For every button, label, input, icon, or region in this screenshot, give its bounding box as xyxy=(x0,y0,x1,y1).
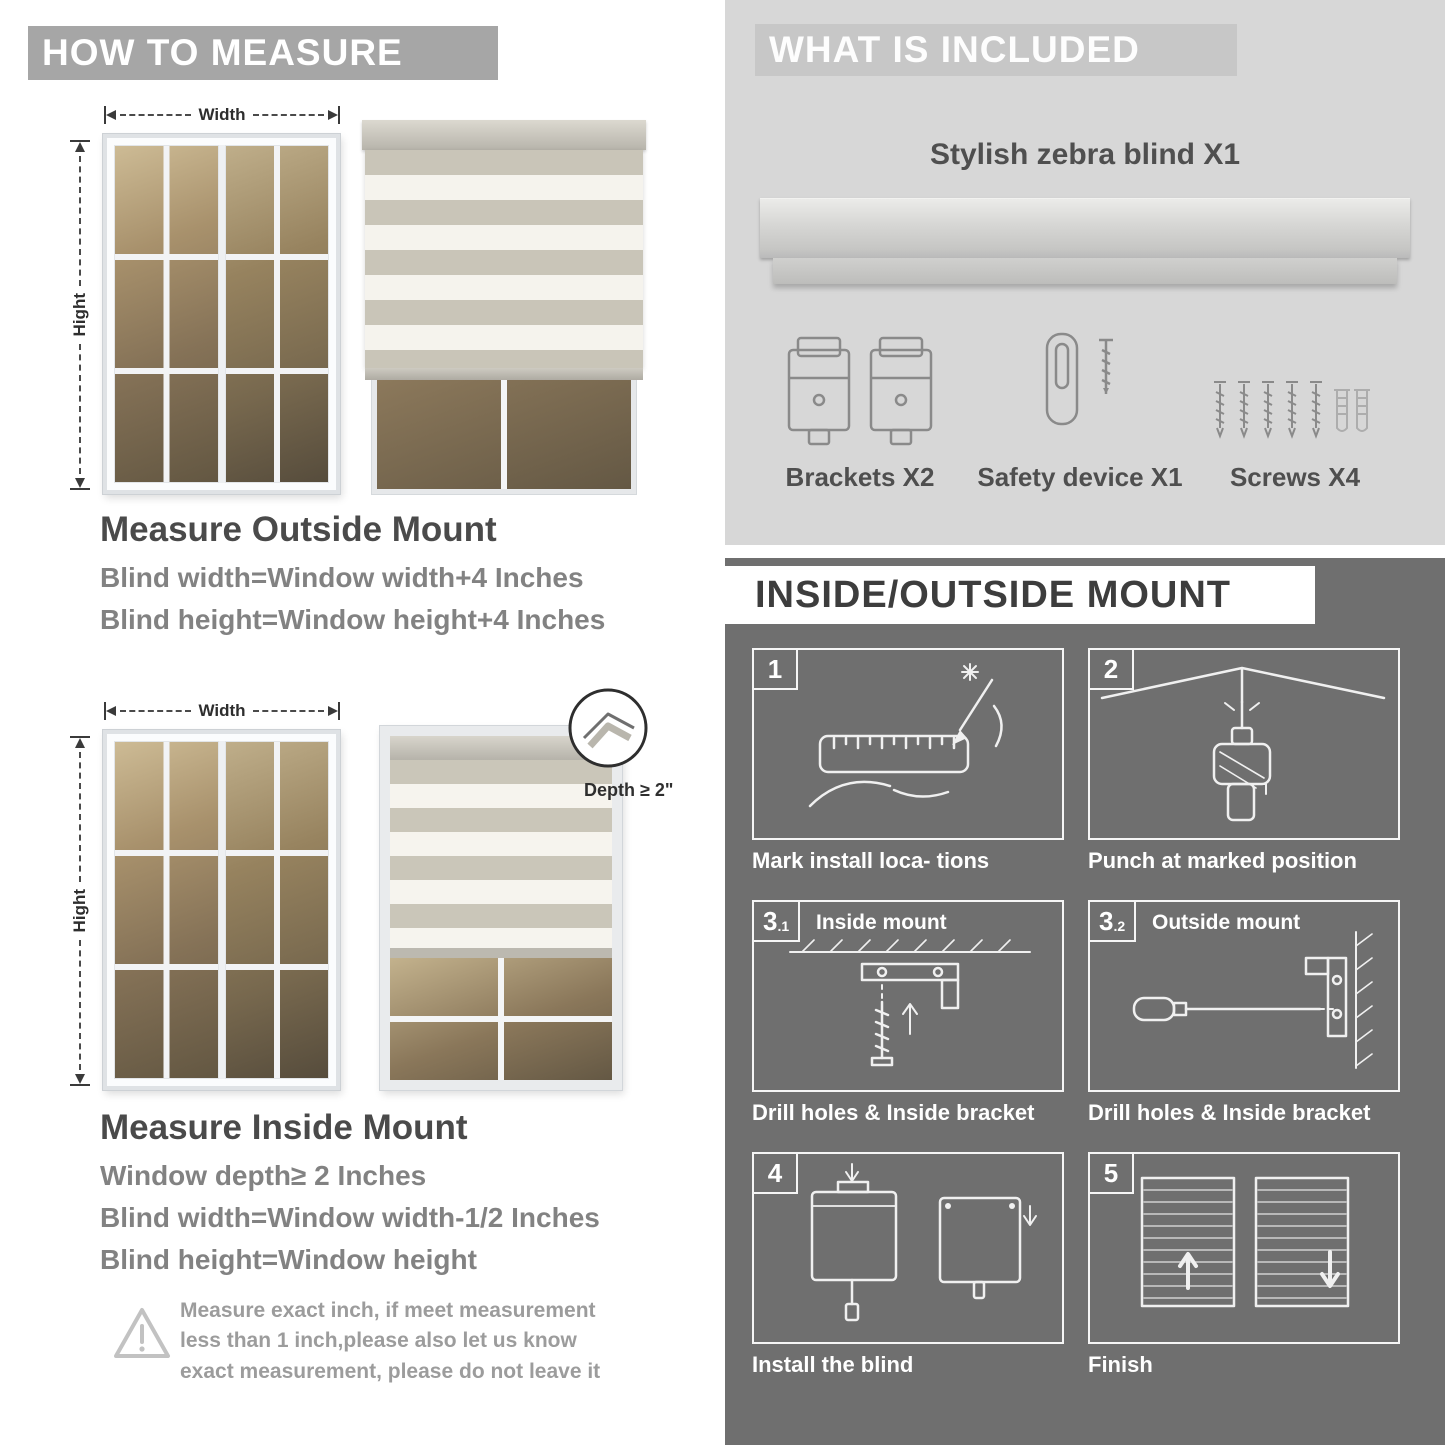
step-3-2-label: Outside mount xyxy=(1152,911,1301,934)
width-arrow-inside: Width xyxy=(104,701,340,720)
outside-mount-line-2: Blind height=Window height+4 Inches xyxy=(100,604,606,635)
step-3-1-caption: Drill holes & Inside bracket xyxy=(752,1100,1035,1125)
what-is-included-section: WHAT IS INCLUDED Stylish zebra blind X1 xyxy=(725,0,1445,545)
height-label: Hight xyxy=(70,889,89,933)
mount-section: INSIDE/OUTSIDE MOUNT 1 Mark install loca… xyxy=(725,558,1445,1445)
step-4-illustration xyxy=(810,1163,1037,1322)
inside-mount-line-3: Blind height=Window height xyxy=(100,1244,477,1275)
product-label: Stylish zebra blind X1 xyxy=(929,138,1241,171)
step-5-caption: Finish xyxy=(1088,1352,1153,1377)
how-to-measure-header: HOW TO MEASURE xyxy=(28,26,498,80)
blind-bottom-rail xyxy=(365,368,643,380)
step-number: 3.2 xyxy=(1090,902,1137,942)
step-panel-5: 5 xyxy=(1088,1152,1400,1344)
step-number: 2 xyxy=(1090,650,1134,690)
step-3-2-caption: Drill holes & Inside bracket xyxy=(1088,1100,1371,1125)
blind-headrail-image xyxy=(760,198,1410,258)
step-panel-4: 4 xyxy=(752,1152,1064,1344)
width-label: Width xyxy=(198,701,246,720)
arrow-down-icon xyxy=(75,1074,85,1084)
mount-header: INSIDE/OUTSIDE MOUNT xyxy=(725,566,1315,624)
brackets-icon xyxy=(787,336,933,446)
height-arrow-outside: Hight xyxy=(70,140,90,490)
outside-mount-title: Measure Outside Mount xyxy=(100,510,497,549)
step-4-caption: Install the blind xyxy=(752,1352,914,1377)
what-is-included-header: WHAT IS INCLUDED xyxy=(755,24,1237,76)
depth-callout-circle xyxy=(568,688,648,768)
arrow-down-icon xyxy=(75,478,85,488)
arrow-left-icon xyxy=(106,706,116,716)
step-3-1-label: Inside mount xyxy=(816,911,947,934)
arrow-left-icon xyxy=(106,110,116,120)
arrow-up-icon xyxy=(75,142,85,152)
step-number: 4 xyxy=(754,1154,798,1194)
inside-mount-line-2: Blind width=Window width-1/2 Inches xyxy=(100,1202,600,1233)
step-number: 3.1 xyxy=(754,902,801,942)
width-label: Width xyxy=(198,105,246,124)
step-5-illustration xyxy=(1140,1176,1350,1308)
measurement-note: Measure exact inch, if meet measurement … xyxy=(180,1299,601,1383)
safety-device-icon xyxy=(1045,332,1113,426)
arrow-right-icon xyxy=(328,110,338,120)
zebra-blind-fabric xyxy=(365,150,643,368)
inside-mount-title: Measure Inside Mount xyxy=(100,1108,468,1147)
height-label: Hight xyxy=(70,293,89,337)
step-1-caption: Mark install loca- tions xyxy=(752,848,990,873)
warning-icon xyxy=(114,1308,170,1358)
window-sash xyxy=(224,145,329,483)
step-number: 5 xyxy=(1090,1154,1134,1194)
blind-cassette xyxy=(362,120,646,150)
blind-illustration-outside xyxy=(362,120,646,494)
step-panel-3-1: 3.1 Inside mount xyxy=(752,900,1064,1092)
window-illustration-inside xyxy=(103,730,340,1090)
window-sash xyxy=(224,741,329,1079)
blind-bottom-rail xyxy=(390,948,612,958)
window-sash xyxy=(114,741,219,1079)
outside-mount-line-1: Blind width=Window width+4 Inches xyxy=(100,562,584,593)
step-1-illustration xyxy=(808,663,1003,808)
blind-valance-image xyxy=(773,258,1397,284)
step-2-illustration xyxy=(1100,666,1386,822)
step-3-1-illustration xyxy=(789,939,1031,1067)
step-panel-3-2: 3.2 Outside mount xyxy=(1088,900,1400,1092)
window-sash xyxy=(114,145,219,483)
step-3-2-illustration xyxy=(1132,931,1373,1069)
window-behind-blind xyxy=(390,958,612,1080)
depth-callout-label: Depth ≥ 2" xyxy=(584,780,674,800)
brackets-label: Brackets X2 xyxy=(785,462,935,492)
screws-icon xyxy=(1214,381,1370,439)
inside-mount-line-1: Window depth≥ 2 Inches xyxy=(100,1160,427,1191)
arrow-right-icon xyxy=(328,706,338,716)
safety-device-label: Safety device X1 xyxy=(977,462,1183,492)
width-arrow-outside: Width xyxy=(104,105,340,124)
window-illustration-outside xyxy=(103,134,340,494)
step-panel-2: 2 xyxy=(1088,648,1400,840)
step-number: 1 xyxy=(754,650,798,690)
zebra-blind-fabric xyxy=(390,760,612,948)
step-2-caption: Punch at marked position xyxy=(1088,848,1357,873)
arrow-up-icon xyxy=(75,738,85,748)
screws-label: Screws X4 xyxy=(1229,462,1361,492)
height-arrow-inside: Hight xyxy=(70,736,90,1086)
step-panel-1: 1 xyxy=(752,648,1064,840)
